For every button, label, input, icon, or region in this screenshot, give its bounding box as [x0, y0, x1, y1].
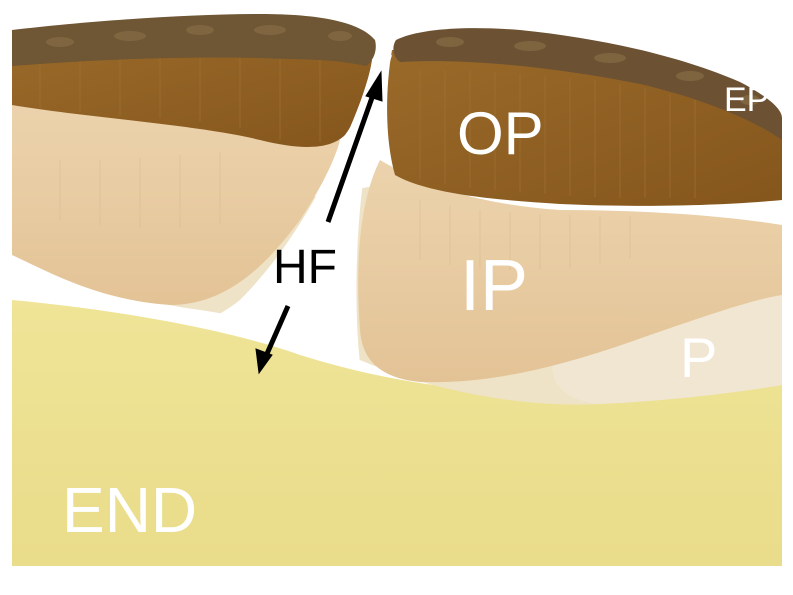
label-hf: HF [273, 244, 337, 292]
label-end: END [62, 478, 197, 542]
label-ep: EP [724, 83, 769, 117]
label-op: OP [457, 104, 544, 164]
label-p: P [680, 330, 717, 386]
label-ip: IP [460, 250, 528, 322]
